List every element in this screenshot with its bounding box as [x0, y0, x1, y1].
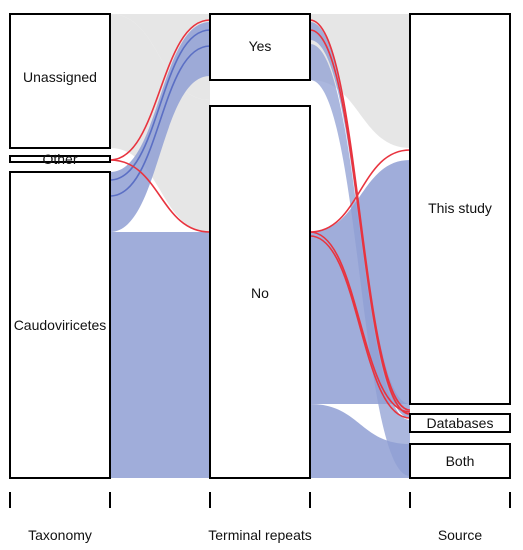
red-line-other-to-yes [109, 19, 211, 161]
flow-yes-to-both [310, 44, 410, 476]
label-databases: Databases [427, 415, 494, 431]
node-labels: Unassigned Other Caudoviricetes Yes No T… [14, 38, 494, 469]
blue-line-1 [109, 29, 211, 181]
node-both [409, 443, 511, 479]
red-line-yes-to-this-study [309, 19, 411, 411]
red-line-no-to-databases-2 [309, 235, 411, 419]
label-unassigned: Unassigned [23, 69, 97, 85]
node-yes [209, 13, 311, 81]
node-databases [409, 413, 511, 433]
node-other [9, 155, 111, 163]
flow-no-to-this-study [310, 160, 410, 404]
red-line-other-to-no [109, 159, 211, 233]
label-no: No [251, 285, 269, 301]
node-no [209, 105, 311, 479]
node-unassigned [9, 13, 111, 149]
axis-label-taxonomy: Taxonomy [28, 527, 92, 543]
node-this-study [409, 13, 511, 405]
flow-no-to-both [310, 404, 410, 478]
label-yes: Yes [249, 38, 272, 54]
axis-labels: Taxonomy Terminal repeats Source [28, 527, 482, 543]
axis-label-source: Source [438, 527, 483, 543]
node-caudoviricetes [9, 171, 111, 479]
axis-ticks [9, 492, 511, 508]
label-caudoviricetes: Caudoviricetes [14, 317, 107, 333]
red-line-no-to-this-study [309, 149, 411, 233]
axis-label-terminal-repeats: Terminal repeats [208, 527, 312, 543]
flow-yes-to-this-study [310, 14, 410, 148]
flow-caudoviricetes-to-no [110, 232, 210, 478]
highlight-lines [109, 19, 411, 419]
label-both: Both [446, 453, 475, 469]
label-this-study: This study [428, 200, 492, 216]
red-line-yes-to-databases [309, 29, 411, 415]
blue-line-2 [109, 45, 211, 197]
label-other: Other [42, 151, 77, 167]
red-line-no-to-databases [309, 231, 411, 413]
nodes [9, 13, 511, 479]
